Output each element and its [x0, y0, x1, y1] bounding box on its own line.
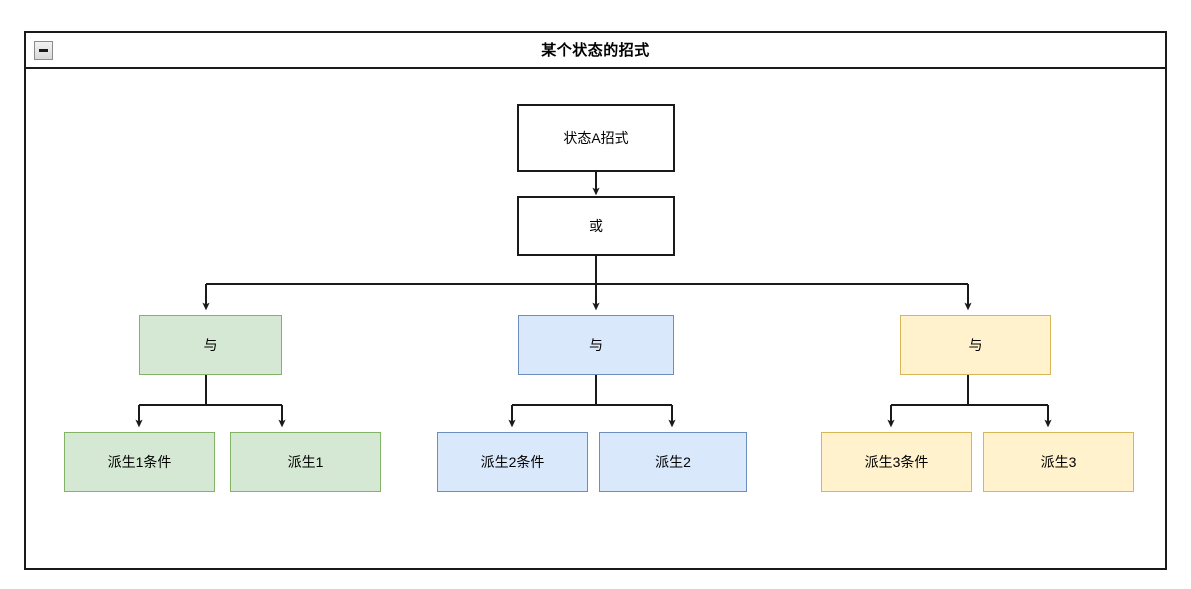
- node-root[interactable]: 状态A招式: [517, 104, 675, 172]
- frame-header: 某个状态的招式: [26, 33, 1165, 69]
- minimize-bar: [39, 49, 48, 52]
- node-leaf-blue-1[interactable]: 派生2条件: [437, 432, 588, 492]
- node-leaf-blue-2[interactable]: 派生2: [599, 432, 747, 492]
- node-leaf-green-2[interactable]: 派生1: [230, 432, 381, 492]
- minimize-icon[interactable]: [34, 41, 53, 60]
- page-title: 某个状态的招式: [541, 42, 650, 59]
- node-and-yellow[interactable]: 与: [900, 315, 1051, 375]
- node-and-blue[interactable]: 与: [518, 315, 674, 375]
- node-and-green[interactable]: 与: [139, 315, 282, 375]
- node-leaf-yellow-1[interactable]: 派生3条件: [821, 432, 972, 492]
- node-leaf-yellow-2[interactable]: 派生3: [983, 432, 1134, 492]
- node-operator-or[interactable]: 或: [517, 196, 675, 256]
- node-leaf-green-1[interactable]: 派生1条件: [64, 432, 215, 492]
